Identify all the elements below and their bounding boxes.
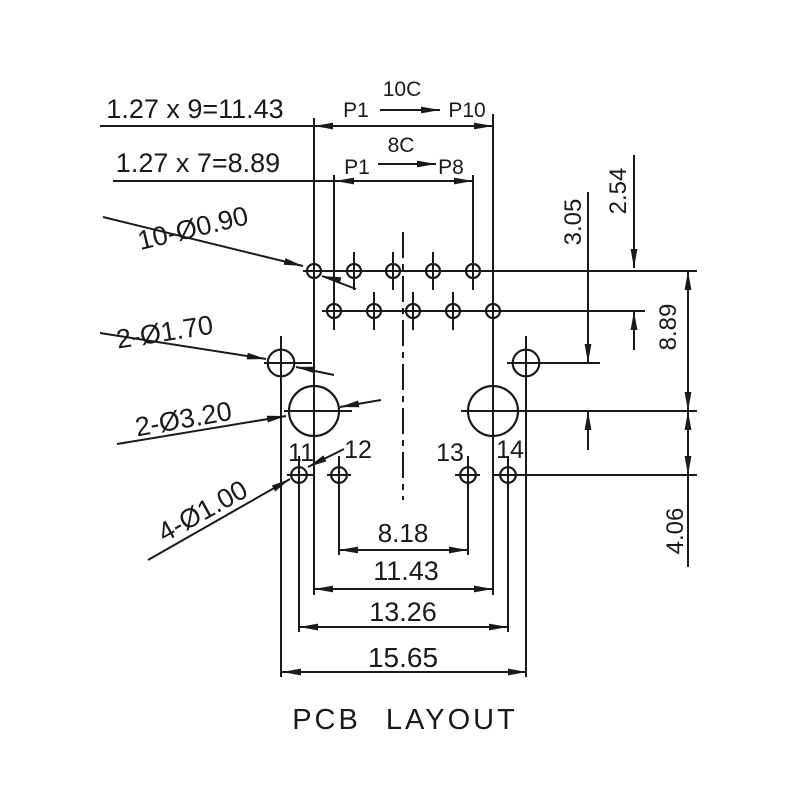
arrowhead-icon — [339, 546, 358, 554]
hole-0.90 — [325, 302, 343, 320]
hole-0.90 — [444, 302, 462, 320]
dim-2.54: 2.54 — [605, 168, 632, 215]
label-p8: P8 — [438, 156, 464, 179]
hole-0.90 — [305, 262, 323, 280]
dim-15.65: 15.65 — [368, 642, 438, 673]
hole-1.70 — [266, 348, 296, 378]
callout-0.90: 10-Ø0.90 — [135, 201, 251, 256]
label-10c: 10C — [383, 78, 422, 101]
hole-0.90 — [384, 262, 402, 280]
arrowhead-icon — [417, 160, 436, 168]
arrowhead-icon — [271, 479, 290, 492]
pin-label-12: 12 — [344, 436, 372, 464]
callout-1.00: 4-Ø1.00 — [153, 474, 253, 548]
hole-0.90 — [464, 262, 482, 280]
hole-0.90 — [404, 302, 422, 320]
hole-1.70 — [511, 348, 541, 378]
arrowhead-icon — [474, 122, 493, 130]
drawing-line — [102, 216, 304, 267]
hole-pin-12 — [330, 466, 348, 484]
arrowhead-icon — [584, 344, 592, 363]
pin-label-14: 14 — [496, 436, 524, 464]
arrowhead-icon — [266, 415, 286, 423]
arrowhead-icon — [474, 585, 493, 593]
drawing-line — [147, 478, 291, 561]
arrowhead-icon — [314, 122, 333, 130]
arrowhead-icon — [630, 249, 638, 268]
arrowhead-icon — [296, 366, 316, 374]
dim-11.43: 11.43 — [373, 556, 439, 586]
drawing-line — [116, 415, 287, 445]
arrowhead-icon — [283, 258, 303, 266]
dim-3.05: 3.05 — [560, 199, 587, 246]
label-p10: P10 — [448, 99, 485, 122]
arrowhead-icon — [308, 455, 327, 467]
hole-pin-11 — [290, 466, 308, 484]
dim-pitch-8: 1.27 x 7=8.89 — [116, 148, 280, 178]
label-8c: 8C — [388, 134, 415, 157]
dim-13.26: 13.26 — [369, 597, 437, 627]
arrowhead-icon — [246, 352, 266, 360]
pin-label-13: 13 — [436, 439, 464, 467]
dim-4.06: 4.06 — [662, 508, 689, 555]
arrowhead-icon — [314, 585, 333, 593]
drawing-line — [99, 332, 267, 360]
arrowhead-icon — [322, 276, 342, 284]
dim-pitch-10: 1.27 x 9=11.43 — [106, 94, 283, 124]
hole-0.90 — [484, 302, 502, 320]
hole-0.90 — [365, 302, 383, 320]
hole-pin-14 — [499, 466, 517, 484]
hole-0.90 — [424, 262, 442, 280]
hole-3.20 — [287, 384, 341, 438]
arrowhead-icon — [684, 392, 692, 411]
label-p1-bottom: P1 — [344, 156, 370, 179]
arrowhead-icon — [684, 456, 692, 475]
arrowhead-icon — [449, 546, 468, 554]
hole-pin-13 — [459, 466, 477, 484]
arrowhead-icon — [584, 411, 592, 430]
arrowhead-icon — [684, 411, 692, 430]
dim-8.18: 8.18 — [378, 518, 429, 548]
hole-3.20 — [466, 384, 520, 438]
arrowhead-icon — [489, 623, 508, 631]
label-p1-top: P1 — [343, 99, 369, 122]
dim-8.89: 8.89 — [655, 304, 682, 351]
arrowhead-icon — [630, 311, 638, 330]
arrowhead-icon — [335, 177, 354, 185]
arrowhead-icon — [508, 668, 527, 676]
arrowhead-icon — [340, 400, 360, 408]
hole-0.90 — [345, 262, 363, 280]
arrowhead-icon — [282, 668, 301, 676]
arrowhead-icon — [421, 106, 440, 114]
arrowhead-icon — [299, 623, 318, 631]
arrowhead-icon — [454, 177, 473, 185]
callout-3.20: 2-Ø3.20 — [133, 396, 234, 442]
pin-label-11: 11 — [288, 439, 314, 467]
drawing-title: PCB LAYOUT — [292, 704, 518, 736]
arrowhead-icon — [684, 271, 692, 290]
